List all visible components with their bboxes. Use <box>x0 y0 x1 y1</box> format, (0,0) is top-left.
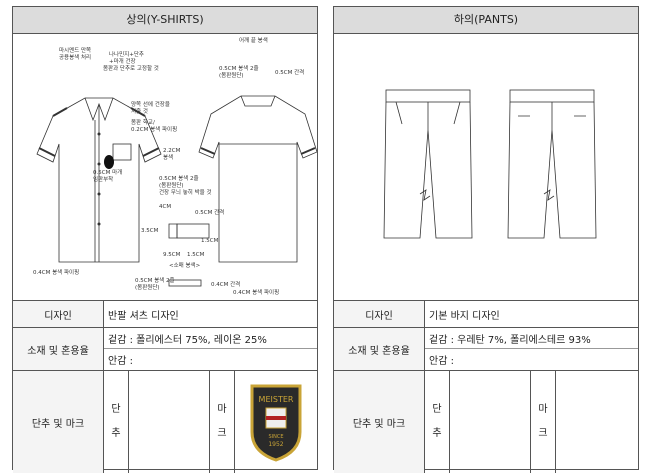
outer-fabric: 겉감 : 우레탄 7%, 폴리에스테르 93% <box>425 328 638 349</box>
shirt-material-row: 소재 및 혼용율 겉감 : 폴리에스터 75%, 레이온 25% 안감 : <box>13 328 317 371</box>
mark-char: 크 <box>217 428 227 439</box>
mark-area <box>556 371 638 473</box>
pants-header: 하의(PANTS) <box>334 7 638 34</box>
pants-button-row: 단추 및 마크 단 추 마 크 <box>334 371 638 473</box>
badge-title: MEISTER <box>259 395 294 404</box>
annotation: 나나민지+단추 <box>109 52 144 58</box>
design-value: 반팔 셔츠 디자인 <box>108 310 179 322</box>
mark-area: MEISTER SINCE 1952 <box>235 371 317 473</box>
annotation: 0.4CM 봉색 파이핑 <box>233 290 280 296</box>
button-mark-label: 단추 및 마크 <box>13 371 104 473</box>
annotation: 0.5CM 봉색 2줄 <box>135 278 175 284</box>
mark-char: 마 <box>217 404 227 415</box>
annotation: 처줄 것 <box>131 109 148 115</box>
mark-char: 크 <box>538 428 548 439</box>
button-mark-label: 단추 및 마크 <box>334 371 425 473</box>
annotation: 건장 무늬 놓히 박을 것 <box>159 190 212 196</box>
button-area <box>129 371 210 473</box>
pants-drawing <box>334 34 638 301</box>
pants-illustration <box>383 89 597 239</box>
annotation: 0.5CM 봉색 2줄 <box>219 66 259 72</box>
shirt-button-row: 단추 및 마크 단 추 마 크 MEISTER SINCE 1952 <box>13 371 317 473</box>
shirt-drawing: 마시멘드 만쪽 공용봉색 처리 나나민지+단추 +마개 건장 몸판과 단추로 고… <box>13 34 317 301</box>
button-column: 단 추 <box>425 371 450 473</box>
annotation: 3.5CM <box>141 228 159 234</box>
button-char: 추 <box>432 428 442 439</box>
button-char: 단 <box>111 404 121 415</box>
annotation: 0.2CM 봉색 파이핑 <box>131 127 178 133</box>
annotation: (몸판원단) <box>159 183 184 189</box>
shirt-panel: 상의(Y-SHIRTS) <box>12 6 318 473</box>
annotation: 0.5CM 간격 <box>275 70 305 76</box>
mark-column: 마 크 <box>210 371 235 473</box>
pants-panel: 하의(PANTS) 디자인 기본 바지 디자인 소재 및 혼용율 <box>333 6 639 473</box>
annotation: 9.5CM <box>163 252 181 258</box>
lining-fabric: 안감 : <box>429 355 454 367</box>
badge-year: 1952 <box>268 441 283 448</box>
design-label: 디자인 <box>13 301 104 327</box>
annotation: +마개 건장 <box>109 59 136 65</box>
annotation: 0.5CM 마개 <box>93 170 123 176</box>
annotation: 1.5CM <box>201 238 219 244</box>
annotation: 공용봉색 처리 <box>59 55 92 61</box>
annotation: 임판부착 <box>93 177 114 183</box>
button-area <box>450 371 531 473</box>
annotation: 마시멘드 만쪽 <box>59 48 92 54</box>
annotation: 0.5CM 간격 <box>195 210 225 216</box>
pants-design-row: 디자인 기본 바지 디자인 <box>334 301 638 328</box>
annotation: (몸판원단) <box>135 285 160 291</box>
annotation: 1.5CM <box>187 252 205 258</box>
design-value: 기본 바지 디자인 <box>429 310 500 322</box>
pants-material-row: 소재 및 혼용율 겉감 : 우레탄 7%, 폴리에스테르 93% 안감 : <box>334 328 638 371</box>
annotation: 0.4CM 간격 <box>211 282 241 288</box>
annotation: (몸판원단) <box>219 73 244 79</box>
lining-fabric: 안감 : <box>108 355 133 367</box>
annotation: 몸판 학교/ <box>131 120 155 126</box>
annotation: 0.4CM 봉색 파이핑 <box>33 270 80 276</box>
design-label: 디자인 <box>334 301 425 327</box>
annotation: 2.2CM <box>163 148 181 154</box>
material-label: 소재 및 혼용율 <box>13 328 104 370</box>
annotation: 4CM <box>159 204 172 210</box>
button-column: 단 추 <box>104 371 129 473</box>
meister-badge: MEISTER SINCE 1952 <box>250 384 302 462</box>
annotation: 봉색 <box>163 155 174 161</box>
annotation: <소매 봉색> <box>169 263 201 269</box>
shirt-header: 상의(Y-SHIRTS) <box>13 7 317 34</box>
annotation: 0.5CM 봉색 2줄 <box>159 176 199 182</box>
annotation: 어깨 끝 봉색 <box>239 38 268 44</box>
mark-char: 마 <box>538 404 548 415</box>
mark-column: 마 크 <box>531 371 556 473</box>
shirt-illustration <box>36 95 317 287</box>
annotation: 몸판과 단추로 고정할 것 <box>103 66 159 72</box>
button-char: 추 <box>111 428 121 439</box>
outer-fabric: 겉감 : 폴리에스터 75%, 레이온 25% <box>104 328 317 349</box>
material-label: 소재 및 혼용율 <box>334 328 425 370</box>
button-char: 단 <box>432 404 442 415</box>
shirt-design-row: 디자인 반팔 셔츠 디자인 <box>13 301 317 328</box>
annotation: 양쪽 선에 건장을 <box>131 102 170 108</box>
badge-since: SINCE <box>268 434 283 440</box>
